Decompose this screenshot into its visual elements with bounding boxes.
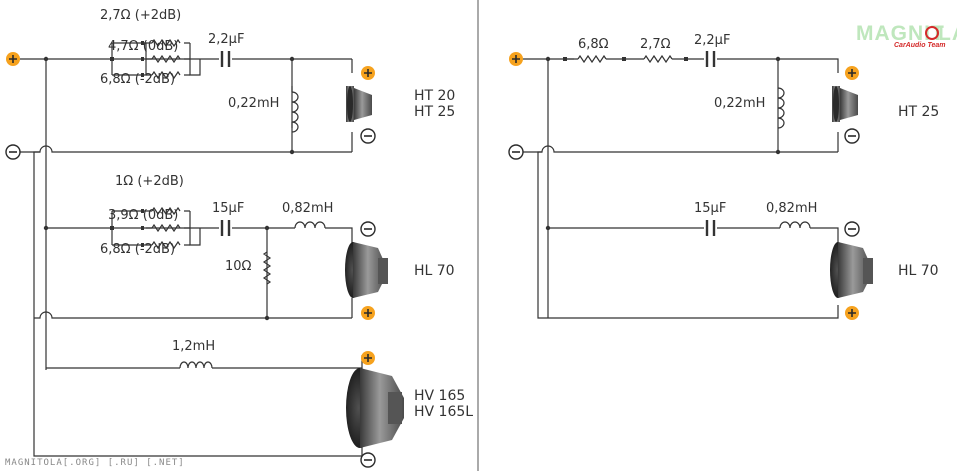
left-tweeter-minus-terminal	[360, 128, 376, 144]
left-mid-shunt-resistor	[262, 251, 272, 285]
left-woofer-plus-terminal	[361, 351, 375, 365]
logo-o-icon	[925, 26, 939, 40]
right-tweeter-model: HT 25	[898, 104, 939, 120]
left-tweeter-speaker	[346, 86, 372, 122]
logo-text-right: LA	[938, 22, 957, 45]
left-tweeter-resistor-3-label: 6,8Ω (-2dB)	[100, 72, 175, 87]
right-schematic	[516, 58, 839, 319]
right-tweeter-resistor-1-label: 6,8Ω	[578, 37, 609, 52]
right-tweeter-resistors	[563, 54, 688, 64]
right-tweeter-inductor	[777, 87, 785, 129]
right-mid-inductor	[779, 221, 811, 229]
left-mid-shunt-resistor-label: 10Ω	[225, 259, 252, 274]
left-woofer-minus-terminal	[360, 452, 376, 468]
right-tweeter-minus-terminal	[844, 128, 860, 144]
right-tweeter-capacitor	[705, 51, 716, 67]
right-tweeter-resistor-2-label: 2,7Ω	[640, 37, 671, 52]
right-tweeter-plus-terminal	[845, 66, 859, 80]
left-woofer-model-1: HV 165	[414, 388, 465, 404]
left-woofer-inductor-label: 1,2mH	[172, 339, 215, 354]
left-tweeter-capacitor	[220, 51, 231, 67]
right-mid-model: HL 70	[898, 263, 939, 279]
left-mid-speaker	[345, 242, 388, 298]
magnitola-logo: MAGNIT LA CarAudio Team	[856, 22, 957, 49]
right-input-plus-terminal	[509, 52, 523, 66]
left-input-plus-terminal	[6, 52, 20, 66]
left-mid-resistor-3-label: 6,8Ω (-2dB)	[100, 242, 175, 257]
logo-subtitle: CarAudio Team	[894, 42, 945, 49]
left-woofer-speaker	[346, 368, 404, 448]
left-mid-resistor-2-label: 3,9Ω (0dB)	[108, 208, 178, 223]
right-mid-plus-terminal	[845, 306, 859, 320]
logo-text-left: MAGNIT	[856, 22, 945, 45]
left-mid-inductor-label: 0,82mH	[282, 201, 333, 216]
watermark: MAGNITOLA[.ORG] [.RU] [.NET]	[5, 458, 185, 468]
right-mid-capacitor	[705, 220, 716, 236]
left-mid-minus-terminal	[360, 221, 376, 237]
left-tweeter-inductor	[291, 86, 299, 133]
left-mid-capacitor	[220, 220, 231, 236]
left-mid-resistor-1-label: 1Ω (+2dB)	[115, 174, 184, 189]
right-mid-inductor-label: 0,82mH	[766, 201, 817, 216]
left-mid-plus-terminal	[361, 306, 375, 320]
right-junctions	[545, 56, 781, 231]
right-mid-capacitor-label: 15μF	[694, 201, 726, 216]
left-input-minus-terminal	[5, 144, 21, 160]
left-tweeter-model-2: HT 25	[414, 104, 455, 120]
right-input-minus-terminal	[508, 144, 524, 160]
left-woofer-model-2: HV 165L	[414, 404, 473, 420]
left-tweeter-resistor-2-label: 4,7Ω (0dB)	[108, 39, 178, 54]
left-tweeter-model-1: HT 20	[414, 88, 455, 104]
right-mid-minus-terminal	[844, 221, 860, 237]
left-junctions	[43, 56, 295, 321]
left-mid-capacitor-label: 15μF	[212, 201, 244, 216]
left-mid-inductor	[294, 221, 326, 229]
left-tweeter-capacitor-label: 2,2μF	[208, 32, 244, 47]
right-tweeter-capacitor-label: 2,2μF	[694, 33, 730, 48]
left-woofer-inductor	[179, 361, 213, 369]
left-tweeter-resistor-1-label: 2,7Ω (+2dB)	[100, 8, 181, 23]
left-tweeter-plus-terminal	[361, 66, 375, 80]
right-mid-speaker	[830, 242, 873, 298]
left-mid-model: HL 70	[414, 263, 455, 279]
left-schematic	[14, 43, 363, 457]
right-tweeter-inductor-label: 0,22mH	[714, 96, 765, 111]
left-tweeter-resistors	[110, 38, 201, 80]
left-tweeter-inductor-label: 0,22mH	[228, 96, 279, 111]
left-mid-resistors	[110, 206, 201, 250]
right-tweeter-speaker	[832, 86, 858, 122]
